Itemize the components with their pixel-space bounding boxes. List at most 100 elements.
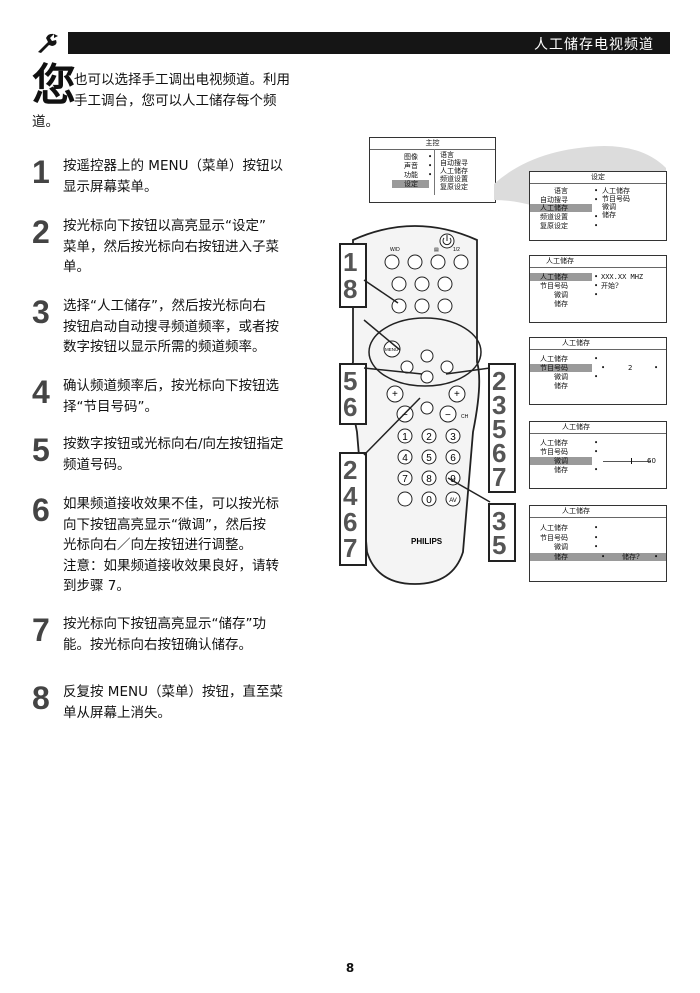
menu-item: 自动搜寻	[540, 196, 568, 204]
menu-item: 人工储存	[540, 524, 568, 532]
step-line: 按钮启动自动搜寻频道频率，或者按	[63, 318, 279, 335]
intro-big-char: 您	[32, 60, 76, 111]
step-line: 确认频道频率后，按光标向下按钮选	[63, 378, 279, 394]
program-number-value: 2	[628, 364, 633, 372]
ch-label: CH	[461, 414, 469, 420]
step-number: 2	[32, 214, 50, 250]
step-line: 按光标向下按钮以高亮显示“设定”	[63, 218, 266, 234]
step-line: 数字按钮以显示所需的频道频率。	[63, 339, 266, 355]
wrench-icon	[32, 32, 68, 54]
step-line: 能。按光标向右按钮确认储存。	[63, 636, 252, 653]
menu-highlight	[530, 457, 592, 465]
callout-right-b: 3 5	[488, 503, 516, 562]
step-line: 按光标向下按钮高亮显示“储存”功	[63, 616, 266, 632]
osd-manual-store-3: 人工储存 人工储存 节目号码 微调 储存 • • • 60	[529, 421, 667, 489]
vol-minus: −	[402, 410, 408, 421]
step-line: 按遥控器上的 MENU（菜单）按钮以	[63, 158, 283, 174]
menu-item: 频道设置	[540, 213, 568, 221]
step-line: 反复按 MENU（菜单）按钮，直至菜	[63, 684, 283, 700]
menu-title: 人工储存	[530, 506, 666, 518]
callout-left-c: 2 4 6 7	[339, 452, 367, 566]
menu-item: 人工储存	[540, 439, 568, 447]
page-title: 人工储存电视频道	[534, 37, 654, 53]
osd-setup-menu: 设定 语言 自动搜寻 人工储存 频道设置 复原设定 • • • • 人工储存 节…	[529, 171, 667, 241]
callout-left-b: 5 6	[339, 363, 367, 425]
step-number: 5	[32, 432, 50, 468]
menu-item: 复原设定	[440, 183, 468, 191]
menu-button-label: MENU	[385, 347, 398, 352]
osd-main-menu: 主控 图像 声音 功能 设定 • • • 语言 自动搜寻 人工储存 频道设置 复…	[369, 137, 496, 203]
frequency-value: XXX.XX MHZ	[601, 273, 644, 281]
menu-item: 功能	[404, 171, 418, 179]
step-text: 选择“人工储存”，然后按光标向右按钮启动自动搜寻频道频率，或者按数字按钮以显示所…	[63, 296, 318, 358]
intro-line-3: 道。	[32, 114, 59, 130]
brand-logo: PHILIPS	[411, 537, 443, 546]
step-number: 1	[32, 154, 50, 190]
menu-highlight	[530, 204, 592, 212]
step-number: 3	[32, 294, 50, 330]
callout-left-a: 1 8	[339, 243, 367, 308]
step-line: 单从屏幕上消失。	[63, 704, 171, 721]
step-number: 7	[32, 612, 50, 648]
ch-plus: +	[454, 389, 460, 400]
menu-item: 微调	[554, 457, 568, 465]
menu-item: 储存	[554, 466, 568, 474]
label-half: 1/2	[453, 247, 460, 253]
start-prompt: 开始?	[601, 282, 619, 290]
step-text: 按光标向下按钮以高亮显示“设定”菜单，然后按光标向右按钮进入子菜单。	[63, 216, 318, 278]
step-text: 按光标向下按钮高亮显示“储存”功能。按光标向右按钮确认储存。	[63, 614, 318, 655]
step-line: 向下按钮高亮显示“微调”，然后按	[63, 516, 266, 533]
menu-item: 复原设定	[540, 222, 568, 230]
menu-item: 语言	[554, 187, 568, 195]
menu-item: 人工储存	[602, 187, 630, 195]
menu-item: 储存	[554, 300, 568, 308]
osd-manual-store-1: 人工储存 人工储存 节目号码 微调 储存 • • • XXX.XX MHZ 开始…	[529, 255, 667, 323]
remote-control: W/D ▤ 1/2 MENU + + − − CH 1 2 3 4 5 6 7 …	[349, 225, 482, 585]
osd-manual-store-4: 人工储存 人工储存 节目号码 微调 储存 • • • • 储存? •	[529, 505, 667, 582]
menu-item: 人工储存	[440, 167, 468, 175]
menu-item: 节目号码	[540, 282, 568, 290]
header-bar: 人工储存电视频道	[32, 32, 670, 54]
step-line: 选择“人工储存”，然后按光标向右	[63, 298, 266, 314]
menu-title: 人工储存	[530, 256, 666, 268]
menu-highlight	[530, 553, 666, 561]
digit-0: 0	[426, 495, 432, 506]
step-text: 按数字按钮或光标向右/向左按钮指定频道号码。	[63, 434, 318, 475]
ch-minus: −	[445, 410, 451, 421]
digit-7: 7	[402, 474, 408, 485]
page-number: 8	[345, 961, 355, 975]
step-text: 反复按 MENU（菜单）按钮，直至菜单从屏幕上消失。	[63, 682, 318, 723]
menu-item: 微调	[554, 373, 568, 381]
callout-right-a: 2 3 5 6 7	[488, 363, 516, 493]
menu-item: 储存	[602, 211, 616, 219]
menu-highlight	[530, 273, 592, 281]
menu-item: 储存	[554, 553, 568, 561]
digit-8: 8	[426, 474, 432, 485]
step-text: 按遥控器上的 MENU（菜单）按钮以显示屏幕菜单。	[63, 156, 318, 197]
menu-title: 主控	[370, 138, 495, 150]
menu-item: 设定	[404, 180, 418, 188]
step-text: 如果频道接收效果不佳，可以按光标向下按钮高亮显示“微调”，然后按光标向右／向左按…	[63, 494, 318, 597]
vol-plus: +	[392, 389, 398, 400]
step-line: 注意：如果频道接收效果良好，请转	[63, 557, 279, 574]
menu-highlight	[392, 180, 429, 188]
menu-title: 人工储存	[530, 422, 666, 434]
fine-tune-knob	[630, 458, 632, 464]
step-line: 择“节目号码”。	[63, 398, 158, 415]
step-line: 显示屏幕菜单。	[63, 178, 158, 195]
label-wd: W/D	[390, 247, 400, 253]
digit-6: 6	[450, 453, 456, 464]
step-line: 按数字按钮或光标向右/向左按钮指定	[63, 436, 284, 452]
menu-highlight	[530, 364, 592, 372]
menu-item: 声音	[404, 162, 418, 170]
step-line: 光标向右／向左按钮进行调整。	[63, 537, 252, 553]
menu-item: 储存	[554, 382, 568, 390]
av-button-label: AV	[449, 498, 457, 504]
intro-line-1: 也可以选择手工调出电视频道。利用	[74, 72, 290, 88]
step-line: 单。	[63, 259, 90, 275]
osd-manual-store-2: 人工储存 人工储存 节目号码 微调 储存 • • • 2 •	[529, 337, 667, 405]
step-line: 频道号码。	[63, 456, 131, 473]
menu-item: 人工储存	[540, 273, 568, 281]
callout-pointers	[363, 279, 491, 503]
menu-item: 微调	[602, 203, 616, 211]
